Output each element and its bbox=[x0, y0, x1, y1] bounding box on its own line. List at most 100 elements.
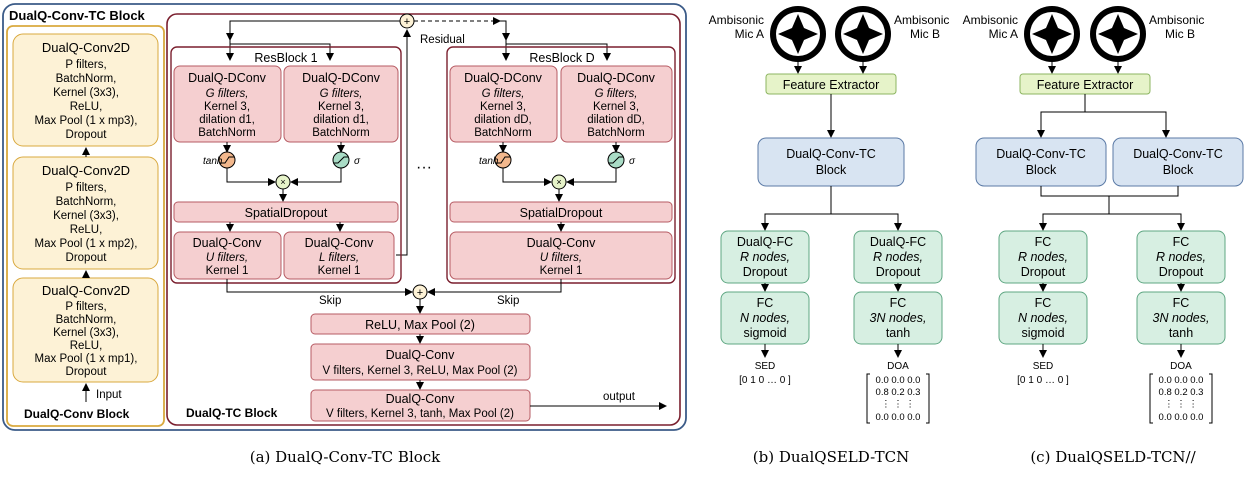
svg-text:P filters,: P filters, bbox=[65, 182, 106, 194]
svg-text:G filters,: G filters, bbox=[595, 88, 638, 100]
svg-text:Mic B: Mic B bbox=[1165, 27, 1195, 41]
svg-text:Kernel 1: Kernel 1 bbox=[206, 265, 249, 277]
svg-text:Ambisonic: Ambisonic bbox=[894, 13, 949, 27]
svg-text:U filters,: U filters, bbox=[206, 252, 248, 264]
doa-label-c: DOA bbox=[1170, 361, 1192, 372]
svg-text:N nodes,: N nodes, bbox=[740, 311, 790, 325]
svg-text:Kernel (3x3),: Kernel (3x3), bbox=[53, 87, 119, 99]
svg-text:Ambisonic: Ambisonic bbox=[1149, 13, 1204, 27]
svg-text:V filters, Kernel 3, tanh, Max: V filters, Kernel 3, tanh, Max Pool (2) bbox=[326, 408, 514, 420]
svg-text:σ: σ bbox=[629, 156, 636, 167]
svg-text:Dropout: Dropout bbox=[1159, 265, 1204, 279]
svg-text:BatchNorm,: BatchNorm, bbox=[56, 73, 117, 85]
svg-text:Dropout: Dropout bbox=[1021, 265, 1066, 279]
svg-text:tanh: tanh bbox=[1169, 326, 1193, 340]
input-label: Input bbox=[96, 389, 122, 401]
resd-dconv-a: DualQ-DConv G filters, Kernel 3, dilatio… bbox=[449, 65, 558, 143]
svg-text:DualQ-Conv: DualQ-Conv bbox=[305, 236, 375, 250]
svg-text:Mic A: Mic A bbox=[989, 27, 1018, 41]
svg-text:Kernel 1: Kernel 1 bbox=[540, 265, 583, 277]
svg-text:R nodes,: R nodes, bbox=[873, 250, 923, 264]
svg-text:DualQ-Conv: DualQ-Conv bbox=[527, 236, 597, 250]
svg-text:σ: σ bbox=[354, 156, 361, 167]
resd-conv-u: DualQ-Conv U filters, Kernel 1 bbox=[449, 231, 673, 280]
svg-text:DualQ-Conv-TC: DualQ-Conv-TC bbox=[996, 147, 1086, 161]
svg-text:dilation d1,: dilation d1, bbox=[313, 114, 369, 126]
resblock-1-frame bbox=[170, 46, 402, 284]
resblock-d-title: ResBlock D bbox=[529, 51, 594, 65]
svg-text:SpatialDropout: SpatialDropout bbox=[245, 206, 328, 220]
svg-text:BatchNorm: BatchNorm bbox=[474, 127, 532, 139]
svg-text:3N nodes,: 3N nodes, bbox=[1153, 311, 1210, 325]
svg-text:Feature Extractor: Feature Extractor bbox=[783, 78, 880, 92]
mic-b-icon bbox=[1090, 6, 1146, 62]
svg-text:Dropout: Dropout bbox=[66, 129, 108, 141]
svg-text:P filters,: P filters, bbox=[65, 301, 106, 313]
mic-a-icon bbox=[1024, 6, 1080, 62]
svg-text:Ambisonic: Ambisonic bbox=[709, 13, 764, 27]
svg-text:tanh: tanh bbox=[203, 156, 223, 167]
svg-text:Kernel 3,: Kernel 3, bbox=[480, 101, 526, 113]
res1-conv-u: DualQ-Conv U filters, Kernel 1 bbox=[173, 231, 282, 280]
conv2d-cell-middle: DualQ-Conv2D P filters, BatchNorm, Kerne… bbox=[12, 156, 159, 270]
conv-v1-box: DualQ-Conv V filters, Kernel 3, ReLU, Ma… bbox=[310, 343, 531, 381]
svg-text:Kernel (3x3),: Kernel (3x3), bbox=[53, 327, 119, 339]
svg-text:BatchNorm: BatchNorm bbox=[198, 127, 256, 139]
svg-text:L filters,: L filters, bbox=[319, 252, 359, 264]
svg-text:0.0 0.0 0.0: 0.0 0.0 0.0 bbox=[1159, 375, 1204, 386]
conv-block-frame bbox=[6, 25, 165, 427]
svg-text:×: × bbox=[280, 177, 285, 187]
fc1-left-c: FC R nodes, Dropout bbox=[998, 230, 1088, 284]
skip-label-right: Skip bbox=[497, 295, 519, 307]
svg-text:DualQ-DConv: DualQ-DConv bbox=[577, 71, 656, 85]
mic-b-icon bbox=[835, 6, 891, 62]
svg-text:DualQ-DConv: DualQ-DConv bbox=[302, 71, 381, 85]
svg-text:Mic B: Mic B bbox=[910, 27, 940, 41]
res1-spatial-dropout: SpatialDropout bbox=[173, 201, 399, 223]
svg-text:ReLU,: ReLU, bbox=[70, 101, 103, 113]
svg-text:Dropout: Dropout bbox=[743, 265, 788, 279]
fc2-right-b: FC 3N nodes, tanh bbox=[853, 291, 943, 345]
tc-block-b: DualQ-Conv-TC Block bbox=[757, 137, 905, 187]
svg-text:Feature Extractor: Feature Extractor bbox=[1037, 78, 1134, 92]
svg-text:dilation dD,: dilation dD, bbox=[587, 114, 645, 126]
svg-text:DualQ-DConv: DualQ-DConv bbox=[464, 71, 543, 85]
resd-spatial-dropout: SpatialDropout bbox=[449, 201, 673, 223]
svg-text:Dropout: Dropout bbox=[876, 265, 921, 279]
svg-text:R nodes,: R nodes, bbox=[1156, 250, 1206, 264]
svg-text:R nodes,: R nodes, bbox=[1018, 250, 1068, 264]
doa-label-b: DOA bbox=[887, 361, 909, 372]
conv-block-title: DualQ-Conv Block bbox=[24, 407, 130, 421]
residual-label: Residual bbox=[420, 34, 465, 46]
output-label: output bbox=[603, 391, 636, 403]
svg-text:BatchNorm,: BatchNorm, bbox=[56, 314, 117, 326]
resblock-1-title: ResBlock 1 bbox=[254, 51, 317, 65]
tc-block-right-c: DualQ-Conv-TC Block bbox=[1112, 137, 1244, 187]
caption-a: (a) DualQ-Conv-TC Block bbox=[250, 448, 441, 466]
svg-text:DualQ-Conv2D: DualQ-Conv2D bbox=[42, 40, 130, 55]
svg-text:DualQ-Conv-TC: DualQ-Conv-TC bbox=[786, 147, 876, 161]
caption-c: (c) DualQSELD-TCN// bbox=[1030, 448, 1196, 466]
tc-block-title: DualQ-TC Block bbox=[186, 406, 278, 420]
svg-text:Max Pool (1 x mp2),: Max Pool (1 x mp2), bbox=[35, 238, 138, 250]
svg-text:Kernel 3,: Kernel 3, bbox=[204, 101, 250, 113]
svg-text:0.8 0.2 0.3: 0.8 0.2 0.3 bbox=[1159, 387, 1204, 398]
feature-extractor-c: Feature Extractor bbox=[1019, 73, 1151, 95]
res1-dconv-b: DualQ-DConv G filters, Kernel 3, dilatio… bbox=[283, 65, 399, 143]
svg-text:ReLU,: ReLU, bbox=[70, 340, 103, 352]
fc1-right-c: FC R nodes, Dropout bbox=[1136, 230, 1226, 284]
svg-text:⋮ ⋮ ⋮: ⋮ ⋮ ⋮ bbox=[1164, 399, 1198, 410]
svg-text:×: × bbox=[556, 177, 561, 187]
svg-text:U filters,: U filters, bbox=[540, 252, 582, 264]
svg-text:P filters,: P filters, bbox=[65, 59, 106, 71]
fc1-right-b: DualQ-FC R nodes, Dropout bbox=[853, 230, 943, 284]
sed-vector-c: [0 1 0 … 0 ] bbox=[1017, 375, 1069, 386]
svg-text:N nodes,: N nodes, bbox=[1018, 311, 1068, 325]
svg-text:+: + bbox=[417, 287, 423, 299]
svg-text:dilation dD,: dilation dD, bbox=[474, 114, 532, 126]
sed-vector-b: [0 1 0 … 0 ] bbox=[739, 375, 791, 386]
resd-dconv-b: DualQ-DConv G filters, Kernel 3, dilatio… bbox=[560, 65, 673, 143]
svg-text:FC: FC bbox=[757, 296, 774, 310]
svg-text:⋮ ⋮ ⋮: ⋮ ⋮ ⋮ bbox=[881, 399, 915, 410]
